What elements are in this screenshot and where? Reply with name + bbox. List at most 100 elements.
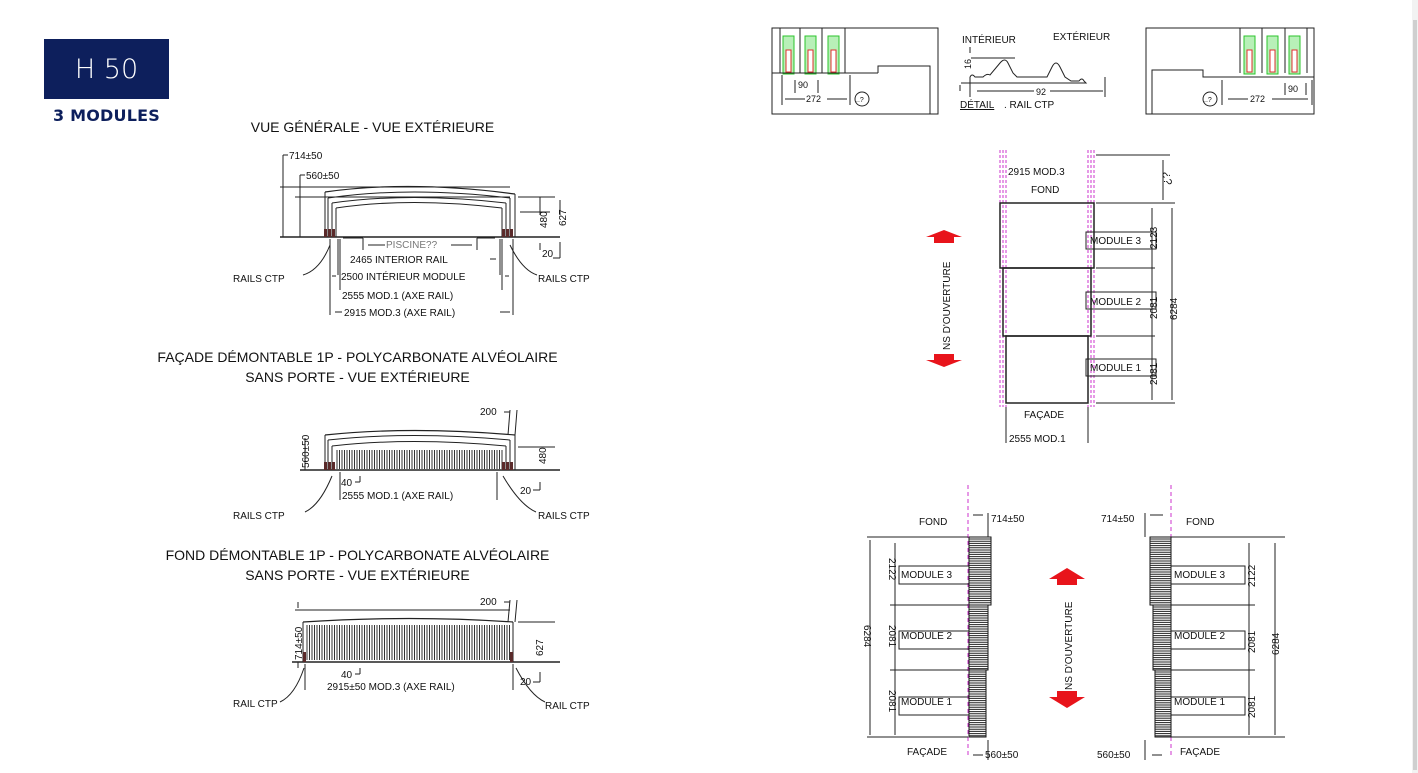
total-length: 6284 [861, 625, 872, 648]
mod3-width: 2915 MOD.3 [1008, 167, 1065, 178]
rail-detail-frame [771, 27, 939, 115]
roof-arc [324, 185, 516, 195]
module-2-outline [1002, 267, 1092, 337]
general-view-drawing: 714±50 560±50 480 627 20 PISCINE?? 2465 … [233, 151, 590, 319]
module-2-label: MODULE 2 [1090, 297, 1142, 308]
total-length: 6284 [1169, 297, 1180, 320]
dim-627: 627 [535, 639, 546, 656]
detail-label: DÉTAIL [960, 98, 995, 111]
module-3-label: MODULE 3 [901, 570, 953, 581]
dim-560: 560±50 [306, 171, 340, 182]
dim-20: 20 [542, 249, 554, 260]
question-label: ¿? [1161, 172, 1173, 185]
module-3-length: 2123 [1149, 226, 1160, 249]
module-1-label: MODULE 1 [901, 697, 953, 708]
dim-200: 200 [480, 597, 497, 608]
interior-module-dim: 2500 INTÉRIEUR MODULE [341, 270, 466, 283]
opening-label: NS D'OUVERTURE [1064, 601, 1075, 690]
arrow-up-icon [926, 230, 962, 243]
arrow-down-icon [926, 354, 962, 367]
module-3-length: 2122 [886, 558, 897, 581]
module-1-length: 2081 [1247, 695, 1258, 718]
dim-714: 714±50 [1101, 514, 1135, 525]
dim-16: 16 [963, 59, 973, 69]
dim-714: 714±50 [294, 626, 305, 660]
fond-view-title-2: SANS PORTE - VUE EXTÉRIEURE [245, 567, 470, 583]
fond-view-drawing: 200 714±50 627 40 20 2915±50 MOD.3 (AXE … [233, 597, 590, 712]
interieur-label: INTÉRIEUR [962, 33, 1016, 46]
rails-ctp-right: RAILS CTP [538, 511, 590, 522]
rail-profiles [782, 35, 840, 75]
opening-arrows: NS D'OUVERTURE [1049, 568, 1085, 708]
dim-714: 714±50 [991, 514, 1025, 525]
mod1-dim: 2555 MOD.1 (AXE RAIL) [342, 491, 453, 502]
module-3-label: MODULE 3 [1090, 236, 1142, 247]
module-1-length: 2081 [886, 690, 897, 713]
dim-627: 627 [558, 209, 569, 226]
question-mark: ..? [856, 97, 864, 104]
rail-block [324, 229, 327, 237]
module-2-length: 2081 [1247, 630, 1258, 653]
dim-560: 560±50 [985, 750, 1019, 761]
facade-label: FAÇADE [907, 747, 947, 758]
plan-top-drawing: NS D'OUVERTURE 2915 MOD.3 FOND ¿? MODULE… [926, 150, 1180, 445]
dim-272: 272 [1250, 94, 1265, 104]
rail-ctp-left: RAIL CTP [233, 699, 278, 710]
rail-profile-shape [961, 59, 1088, 84]
facade-view-title-1: FAÇADE DÉMONTABLE 1P - POLYCARBONATE ALV… [157, 349, 558, 365]
rail-detail-left: 90 272 ..? INTÉRIEUR EXTÉRIEUR 16 92 DÉT… [771, 27, 1110, 115]
module-3-label: MODULE 3 [1174, 570, 1226, 581]
dim-90: 90 [1288, 84, 1298, 94]
dim-20: 20 [520, 677, 532, 688]
rails-ctp-left: RAILS CTP [233, 274, 285, 285]
dim-20: 20 [520, 486, 532, 497]
exterieur-label: EXTÉRIEUR [1053, 30, 1110, 43]
module-1-length: 2081 [1149, 362, 1160, 385]
dim-90: 90 [798, 80, 808, 90]
dim-480: 480 [538, 447, 549, 464]
dim-480: 480 [539, 211, 550, 228]
module-1-outline [1005, 335, 1089, 404]
module-1-label: MODULE 1 [1090, 363, 1142, 374]
arrow-down-icon [1049, 691, 1085, 708]
dim-560: 560±50 [301, 434, 312, 468]
dim-200: 200 [480, 407, 497, 418]
dim-40: 40 [341, 478, 353, 489]
modules-count: 3 MODULES [53, 106, 160, 125]
mod1-dim: 2555 MOD.1 (AXE RAIL) [342, 291, 453, 302]
piscine-label: PISCINE?? [386, 240, 438, 251]
stacked-panel [968, 536, 992, 606]
module-3-outline [999, 202, 1095, 269]
module-3-length: 2122 [1247, 564, 1258, 587]
rail-detail-right: 90 272 ..? [1145, 27, 1315, 115]
plan-right-drawing: FOND 714±50 MODULE 3 2122 MODULE 2 2081 … [1097, 485, 1285, 761]
dim-92: 92 [1036, 87, 1046, 97]
model-badge: H 50 [44, 39, 169, 99]
mod1-width: 2555 MOD.1 [1009, 434, 1066, 445]
question-mark: ..? [1204, 97, 1212, 104]
facade-view-title-2: SANS PORTE - VUE EXTÉRIEURE [245, 369, 470, 385]
module-2-length: 2081 [1149, 296, 1160, 319]
model-name: H 50 [74, 53, 139, 85]
arrow-up-icon [1049, 568, 1085, 585]
scrollbar-thumb[interactable] [1413, 20, 1417, 770]
facade-label: FAÇADE [1024, 410, 1064, 421]
rail-ctp-label: . RAIL CTP [1004, 100, 1055, 111]
total-length: 6284 [1271, 632, 1282, 655]
opening-label: NS D'OUVERTURE [942, 261, 953, 350]
module-1-label: MODULE 1 [1174, 697, 1226, 708]
stacked-panel [1149, 536, 1172, 606]
rails-magenta [999, 150, 1095, 407]
mod3-dim: 2915 MOD.3 (AXE RAIL) [344, 308, 455, 319]
fond-label: FOND [1031, 185, 1059, 196]
general-view-title: VUE GÉNÉRALE - VUE EXTÉRIEURE [250, 119, 495, 135]
module-2-label: MODULE 2 [901, 631, 953, 642]
dim-272: 272 [806, 94, 821, 104]
rails-ctp-right: RAILS CTP [538, 274, 590, 285]
module-2-length: 2081 [886, 625, 897, 648]
dim-40: 40 [341, 670, 353, 681]
facade-view-drawing: 200 560±50 480 40 20 2555 MOD.1 (AXE RAI… [233, 407, 590, 522]
rail-ctp-right: RAIL CTP [545, 701, 590, 712]
interior-rail-dim: 2465 INTERIOR RAIL [350, 255, 448, 266]
module-2-label: MODULE 2 [1174, 631, 1226, 642]
